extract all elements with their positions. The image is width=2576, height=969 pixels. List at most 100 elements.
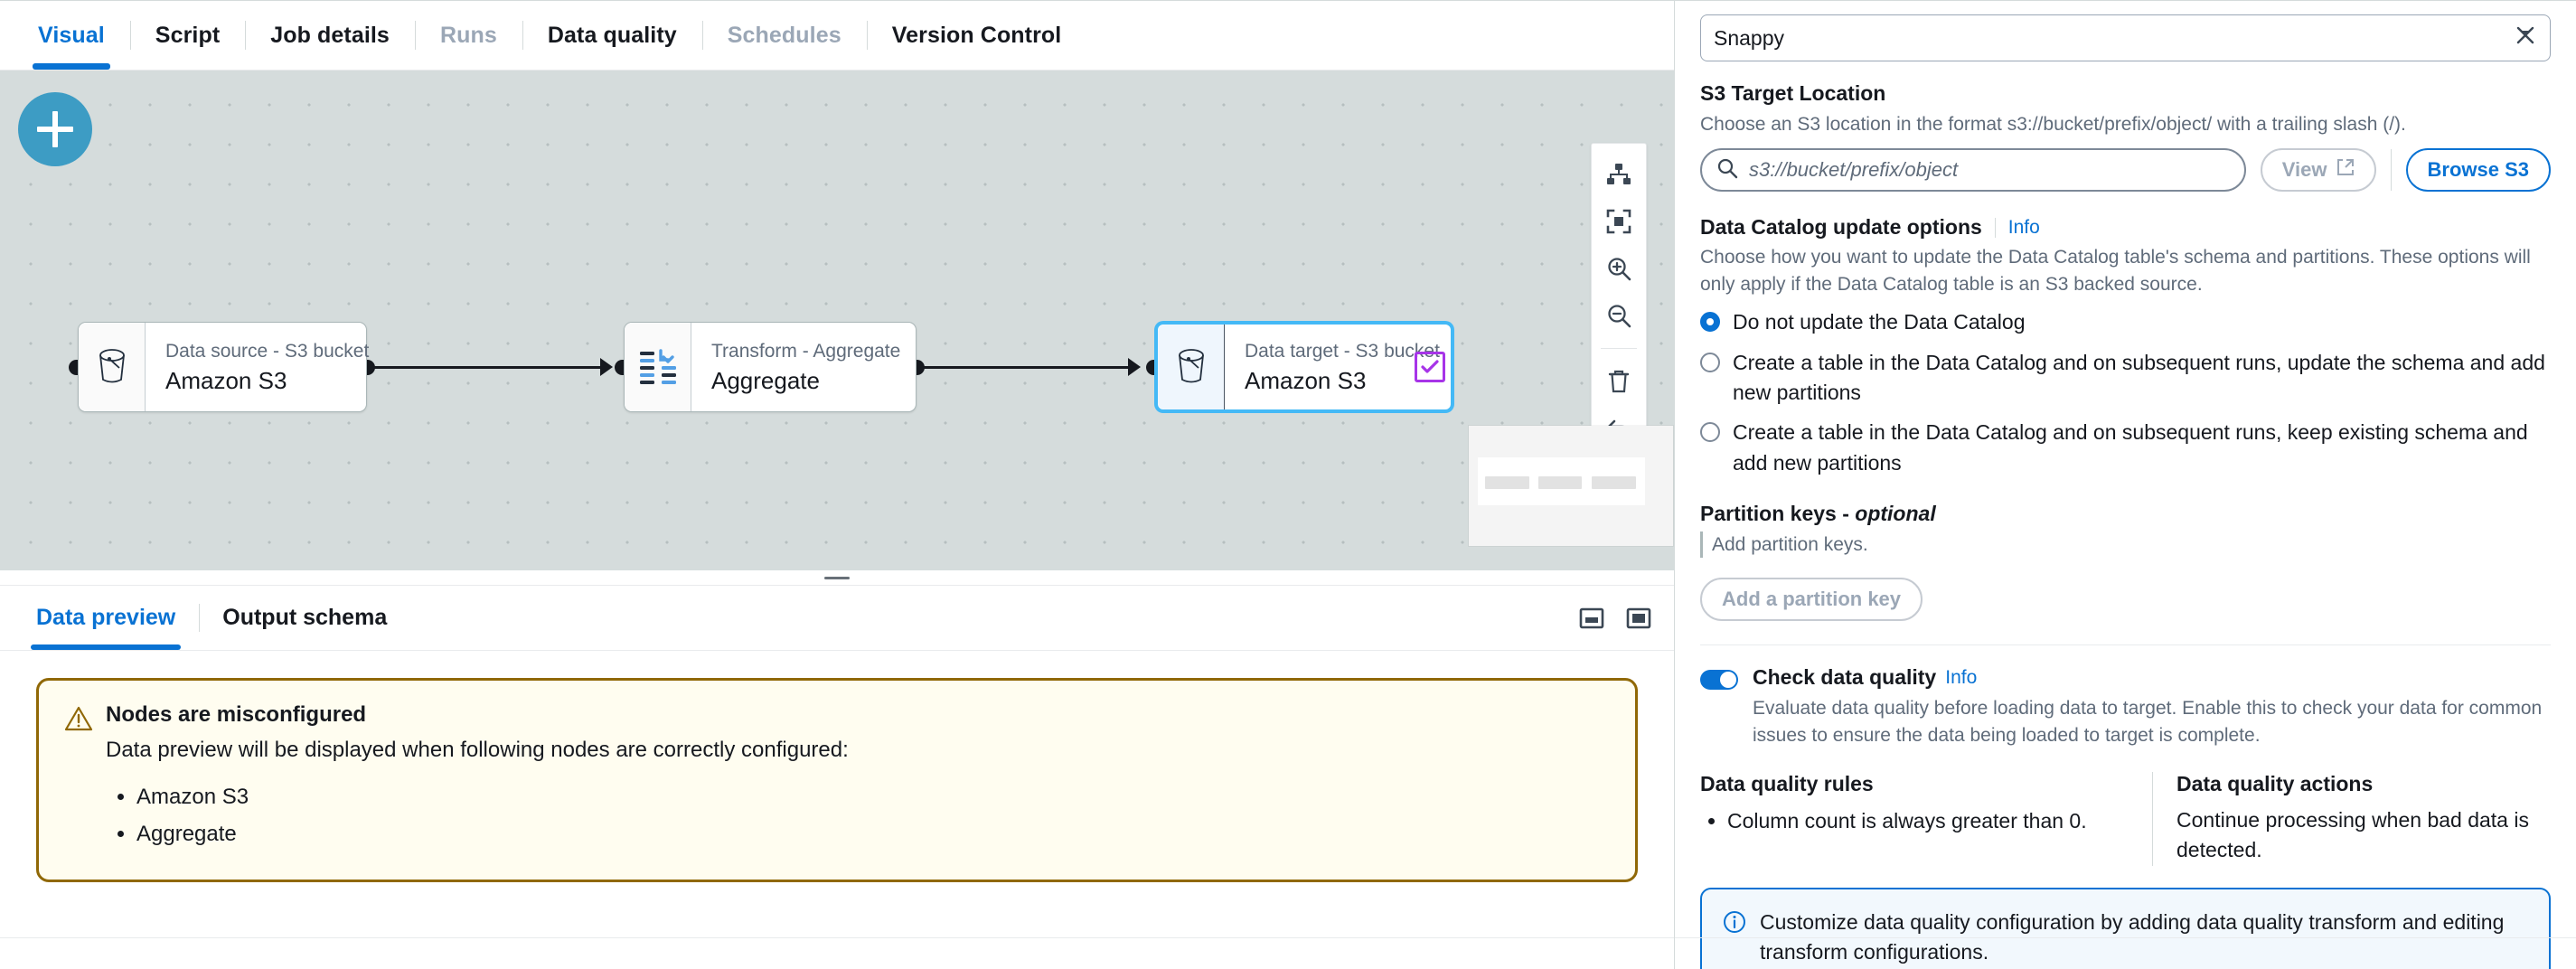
add-node-button[interactable] [18,92,92,166]
partition-keys-label: Partition keys - optional [1700,501,1936,525]
s3-target-location-placeholder: s3://bucket/prefix/object [1749,158,1959,182]
toolbar-divider [1601,348,1637,349]
catalog-option-row[interactable]: Create a table in the Data Catalog and o… [1700,348,2551,409]
panel-bottom-divider [1675,937,2576,938]
misconfigured-node-list: Amazon S3 Aggregate [136,779,1610,853]
list-item: Aggregate [136,816,1610,853]
edge-arrow-2 [1128,358,1141,376]
data-quality-rules-column: Data quality rules Column count is alway… [1700,772,2152,866]
list-item: Column count is always greater than 0. [1727,805,2129,837]
tab-data-preview-label: Data preview [36,605,176,630]
job-graph-canvas[interactable]: Data source - S3 bucket Amazon S3 [0,71,1674,570]
compression-type-label-clipped [1700,1,2551,5]
graph-node-transform-aggregate[interactable]: Transform - Aggregate Aggregate [624,322,917,412]
alert-title: Nodes are misconfigured [106,702,367,727]
tab-schedules: Schedules [701,1,867,70]
tab-visual-label: Visual [38,22,105,48]
maximize-view-icon[interactable] [1623,603,1654,634]
tab-version-control[interactable]: Version Control [866,1,1087,70]
data-quality-info-link[interactable]: Info [1945,666,1978,688]
catalog-option-row[interactable]: Create a table in the Data Catalog and o… [1700,418,2551,478]
compression-type-value: Snappy [1714,25,1785,50]
data-quality-actions-heading: Data quality actions [2176,772,2374,796]
s3-target-location-input[interactable]: s3://bucket/prefix/object [1700,148,2246,193]
main-tab-bar: Visual Script Job details Runs Data qual… [0,0,1674,71]
data-quality-rules-heading: Data quality rules [1700,772,1874,796]
tab-schedules-label: Schedules [727,22,841,48]
external-link-icon [2336,158,2355,182]
splitter-grip [824,576,850,579]
browse-s3-button[interactable]: Browse S3 [2405,148,2551,193]
graph-node-data-target[interactable]: Data target - S3 bucket Amazon S3 [1155,322,1453,412]
data-quality-actions-text: Continue processing when bad data is det… [2176,808,2529,862]
tab-job-details[interactable]: Job details [245,1,415,70]
node-properties-panel: Snappy S3 Target Location Choose an S3 l… [1675,0,2576,969]
zoom-in-icon[interactable] [1595,245,1642,292]
zoom-out-icon[interactable] [1595,292,1642,339]
tab-runs: Runs [414,1,522,70]
data-quality-actions-column: Data quality actions Continue processing… [2152,772,2551,866]
tab-data-quality[interactable]: Data quality [522,1,702,70]
source-input-stub [69,360,78,375]
check-data-quality-description: Evaluate data quality before loading dat… [1753,698,2543,746]
tab-script[interactable]: Script [129,1,245,70]
check-data-quality-toggle[interactable] [1700,670,1738,691]
warning-icon [64,702,93,852]
data-catalog-info-link[interactable]: Info [2007,216,2040,238]
panel-splitter[interactable] [0,570,1674,586]
radio-do-not-update[interactable] [1700,312,1720,333]
section-divider [1700,644,2551,646]
transform-input-stub [615,360,624,375]
node-title: Amazon S3 [1245,366,1367,394]
customize-data-quality-alert: Customize data quality configuration by … [1700,887,2551,969]
fit-to-screen-icon[interactable] [1595,198,1642,245]
tab-version-control-label: Version Control [891,22,1062,48]
tab-data-quality-label: Data quality [547,22,677,48]
auto-layout-icon[interactable] [1595,151,1642,198]
delete-icon[interactable] [1595,358,1642,405]
catalog-option-row[interactable]: Do not update the Data Catalog [1700,307,2551,337]
partition-keys-description-wrap: Add partition keys. [1700,531,2551,559]
edge-arrow-1 [600,358,613,376]
radio-do-not-update-label: Do not update the Data Catalog [1733,310,2026,334]
split-view-icon[interactable] [1576,603,1607,634]
graph-node-data-source[interactable]: Data source - S3 bucket Amazon S3 [78,322,370,412]
s3-target-location-description: Choose an S3 location in the format s3:/… [1700,114,2406,135]
node-subtitle: Data target - S3 bucket [1245,340,1440,362]
partition-keys-optional: optional [1855,501,1936,525]
target-input-stub [1146,360,1155,375]
tab-runs-label: Runs [439,22,497,48]
edge-transform-to-target [920,366,1132,369]
preview-tab-bar: Data preview Output schema [0,586,1674,651]
radio-create-keep-schema-label: Create a table in the Data Catalog and o… [1733,420,2528,475]
compression-type-select[interactable]: Snappy [1700,14,2551,61]
minimap-node [1485,476,1529,489]
tab-output-schema[interactable]: Output schema [199,586,410,650]
view-button-label: View [2281,158,2327,182]
node-title: Amazon S3 [165,366,287,394]
s3-bucket-icon [79,323,146,411]
s3-bucket-icon [1158,325,1225,409]
canvas-minimap[interactable] [1469,426,1673,546]
node-subtitle: Data source - S3 bucket [165,340,370,362]
radio-create-update-schema-label: Create a table in the Data Catalog and o… [1733,350,2545,404]
minimap-viewport [1478,457,1645,505]
radio-create-update-schema[interactable] [1700,352,1720,372]
add-partition-key-button: Add a partition key [1700,578,1923,622]
list-item: Amazon S3 [136,779,1610,816]
search-icon [1716,157,1738,183]
node-title: Aggregate [711,366,820,394]
tab-job-details-label: Job details [270,22,390,48]
tab-visual[interactable]: Visual [13,1,130,70]
customize-data-quality-text: Customize data quality configuration by … [1760,909,2505,964]
tab-data-preview[interactable]: Data preview [13,586,199,650]
data-catalog-options-heading: Data Catalog update options Info [1700,215,2551,240]
s3-target-location-row: s3://bucket/prefix/object View Browse S3 [1700,148,2551,193]
radio-create-keep-schema[interactable] [1700,422,1720,443]
tab-output-schema-label: Output schema [222,605,388,630]
info-icon [1722,908,1747,969]
visual-editor-pane: Visual Script Job details Runs Data qual… [0,0,1675,969]
data-catalog-options-title: Data Catalog update options [1700,215,1982,240]
misconfigured-nodes-alert: Nodes are misconfigured Data preview wil… [36,678,1638,883]
